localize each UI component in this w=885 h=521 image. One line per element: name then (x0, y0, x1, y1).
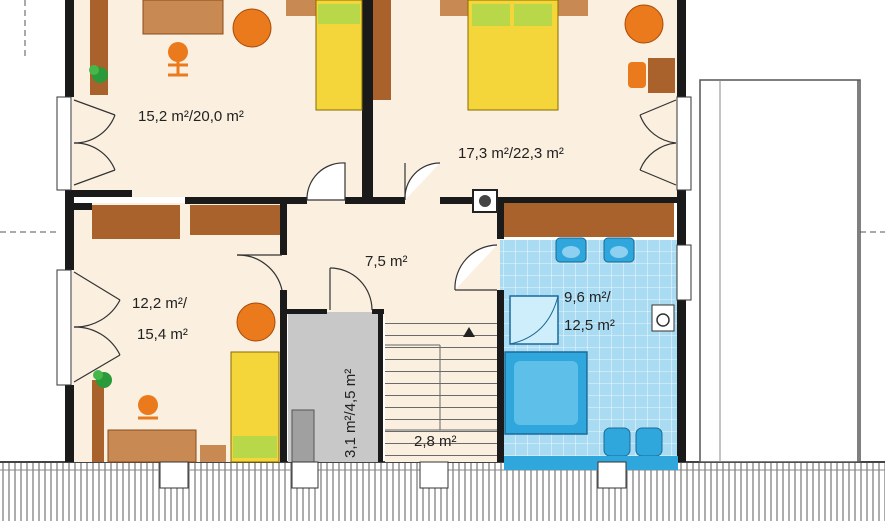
area-stair-landing: 2,8 m² (414, 433, 457, 450)
floor-stairs (385, 317, 500, 462)
door-top-left (306, 162, 346, 201)
area-bedroom-bottom-left-line2: 15,4 m² (137, 326, 188, 343)
bed-bottom-left (230, 351, 280, 463)
shower (509, 295, 559, 345)
bathroom-counter (504, 203, 674, 237)
window-left-top (56, 96, 72, 191)
shelf-bottom-left (92, 380, 104, 462)
area-bedroom-top-left: 15,2 m²/20,0 m² (138, 108, 244, 125)
wardrobe-bottom-left-1 (92, 205, 180, 239)
plant-top-left (89, 65, 108, 83)
bidet (635, 427, 663, 457)
balcony-door-left-bottom (73, 271, 121, 383)
window-right-bath (676, 244, 692, 301)
roof-slope-right (699, 79, 861, 463)
area-hall: 7,5 m² (365, 253, 408, 270)
window-left-bottom (56, 269, 72, 386)
desk-chair-top-left (168, 42, 188, 77)
door-storage (329, 267, 373, 311)
bathtub (504, 351, 588, 435)
storage-appliance (291, 409, 315, 463)
toilet (603, 427, 631, 457)
desk-bottom-left (107, 429, 197, 463)
stair-arrow-icon (463, 327, 475, 337)
washbasin-right (603, 237, 635, 263)
window-right-top (676, 96, 692, 191)
washbasin-left (555, 237, 587, 263)
wardrobe-top-right (373, 0, 391, 100)
desk-chair-top-right (628, 62, 646, 88)
wardrobe-bottom-left-2 (190, 205, 280, 235)
area-bedroom-top-right: 17,3 m²/22,3 m² (458, 145, 564, 162)
area-bathroom-line1: 9,6 m²/ (564, 289, 612, 306)
armchair-top-left (232, 8, 272, 48)
balcony-door-left-top (73, 99, 116, 186)
bed-top-left (315, 0, 363, 111)
floor-hall (280, 197, 500, 317)
armchair-bottom-left (236, 302, 276, 342)
desk-top-left (142, 0, 224, 35)
area-bedroom-bottom-left-line1: 12,2 m²/ (132, 295, 188, 312)
armchair-top-right (624, 4, 664, 44)
area-bathroom-line2: 12,5 m² (564, 317, 615, 334)
washing-machine (651, 304, 675, 332)
door-bathroom (454, 244, 498, 291)
double-bed (467, 0, 559, 111)
desk-top-right (648, 58, 675, 93)
desk-chair-bottom-left (138, 395, 158, 420)
area-storage: 3,1 m²/4,5 m² (342, 369, 359, 458)
plant-bottom-left (93, 370, 112, 388)
balcony-door-right-top (639, 99, 677, 186)
